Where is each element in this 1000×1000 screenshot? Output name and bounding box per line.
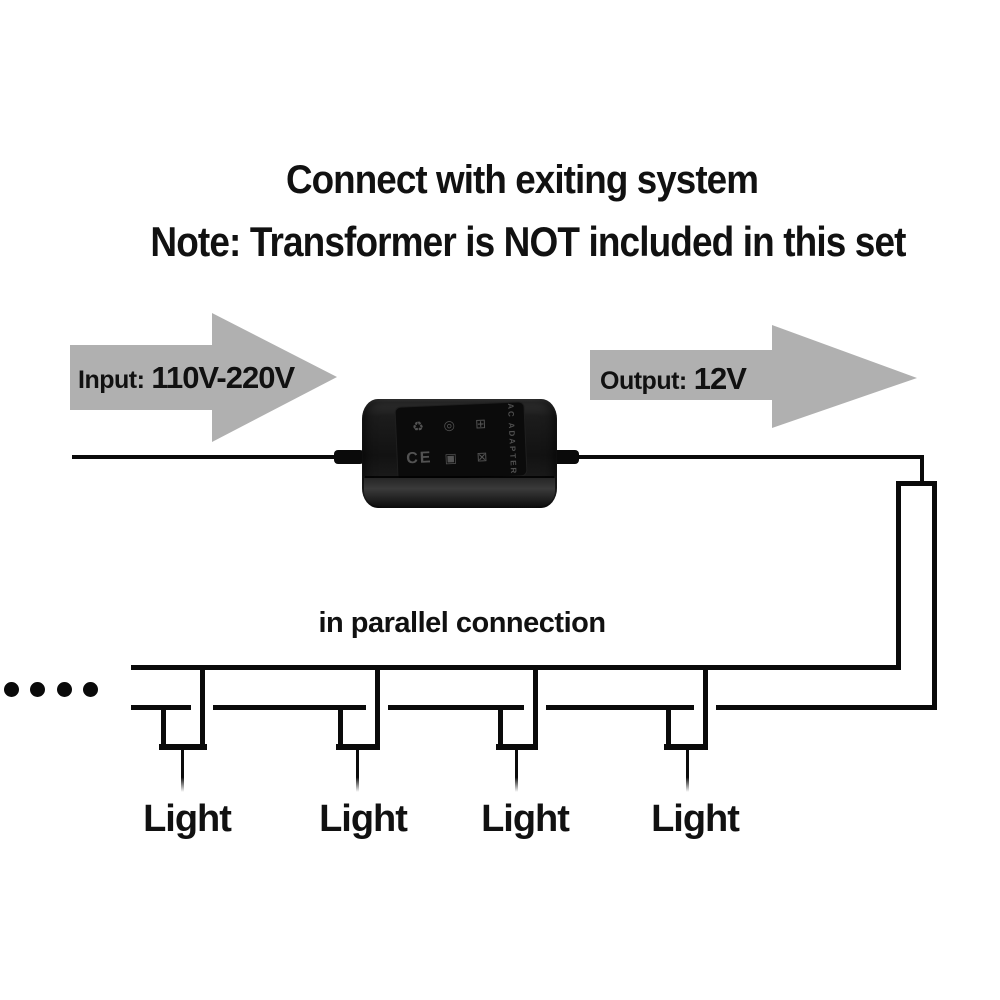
output-plug: [553, 450, 579, 464]
light-label: Light: [319, 798, 408, 840]
light-lead-wire: [686, 750, 689, 792]
rail-right: [932, 481, 937, 710]
light-lead-wire: [356, 750, 359, 792]
recycle-icon: ♻: [411, 418, 425, 435]
page-title: Connect with exiting system: [285, 158, 759, 202]
fuse-box-icon: ⊞: [474, 415, 487, 432]
power-adapter-photo: ♻ ◎ ⊞ CE ▣ ⊠ AC ADAPTER: [362, 399, 557, 508]
light-lead-wire: [181, 750, 184, 792]
weee-bin-icon: ⊠: [476, 448, 488, 464]
bottom-bus-segment: [546, 705, 694, 710]
continuation-dot: [30, 682, 45, 697]
continuation-dot: [57, 682, 72, 697]
class-b-icon: ▣: [444, 449, 458, 466]
light-lead-wire: [515, 750, 518, 792]
light-label: Light: [651, 798, 740, 840]
continuation-dot: [83, 682, 98, 697]
branch-top-drop: [703, 665, 708, 750]
input-label-prefix: Input:: [78, 366, 145, 394]
parallel-caption: in parallel connection: [318, 607, 606, 639]
branch-bottom-connector: [496, 744, 538, 750]
output-wire-corner: [920, 455, 924, 485]
branch-top-drop: [375, 665, 380, 750]
light-label: Light: [143, 798, 232, 840]
branch-bottom-connector: [664, 744, 708, 750]
output-arrow: [590, 325, 917, 428]
input-wire: [72, 455, 364, 459]
top-bus: [131, 665, 901, 670]
branch-bottom-connector: [336, 744, 380, 750]
rail-top-connector: [896, 481, 937, 486]
bottom-bus-segment: [388, 705, 524, 710]
branch-bottom-drop: [161, 705, 166, 750]
ce-mark: CE: [405, 449, 433, 468]
certification-marks: ♻ ◎ ⊞ CE ▣ ⊠: [395, 403, 500, 480]
bottom-bus-segment: [716, 705, 937, 710]
adapter-side-text: AC ADAPTER: [505, 403, 519, 476]
arrow-shape: [70, 313, 337, 442]
output-label-prefix: Output:: [600, 367, 687, 395]
input-arrow: [70, 313, 337, 442]
adapter-spec-label: ♻ ◎ ⊞ CE ▣ ⊠ AC ADAPTER: [394, 401, 528, 482]
bottom-bus-segment: [213, 705, 366, 710]
output-voltage-value: 12V: [693, 361, 747, 396]
branch-bottom-drop: [338, 705, 343, 750]
branch-bottom-drop: [498, 705, 503, 750]
light-label: Light: [481, 798, 570, 840]
input-plug: [334, 450, 364, 464]
branch-bottom-drop: [666, 705, 671, 750]
input-voltage-value: 110V-220V: [151, 360, 295, 395]
double-insulation-icon: ◎: [443, 417, 456, 433]
output-wire: [557, 455, 924, 459]
branch-bottom-connector: [159, 744, 207, 750]
continuation-dot: [4, 682, 19, 697]
adapter-case-bottom: [364, 478, 555, 506]
branch-top-drop: [533, 665, 538, 750]
note-text: Note: Transformer is NOT included in thi…: [150, 218, 906, 265]
branch-top-drop: [200, 665, 205, 750]
adapter-case-seam: [365, 476, 554, 478]
rail-left: [896, 481, 901, 670]
arrow-shape: [590, 325, 917, 428]
input-arrow-label: Input: 110V-220V: [78, 360, 295, 396]
output-arrow-label: Output: 12V: [600, 361, 747, 397]
